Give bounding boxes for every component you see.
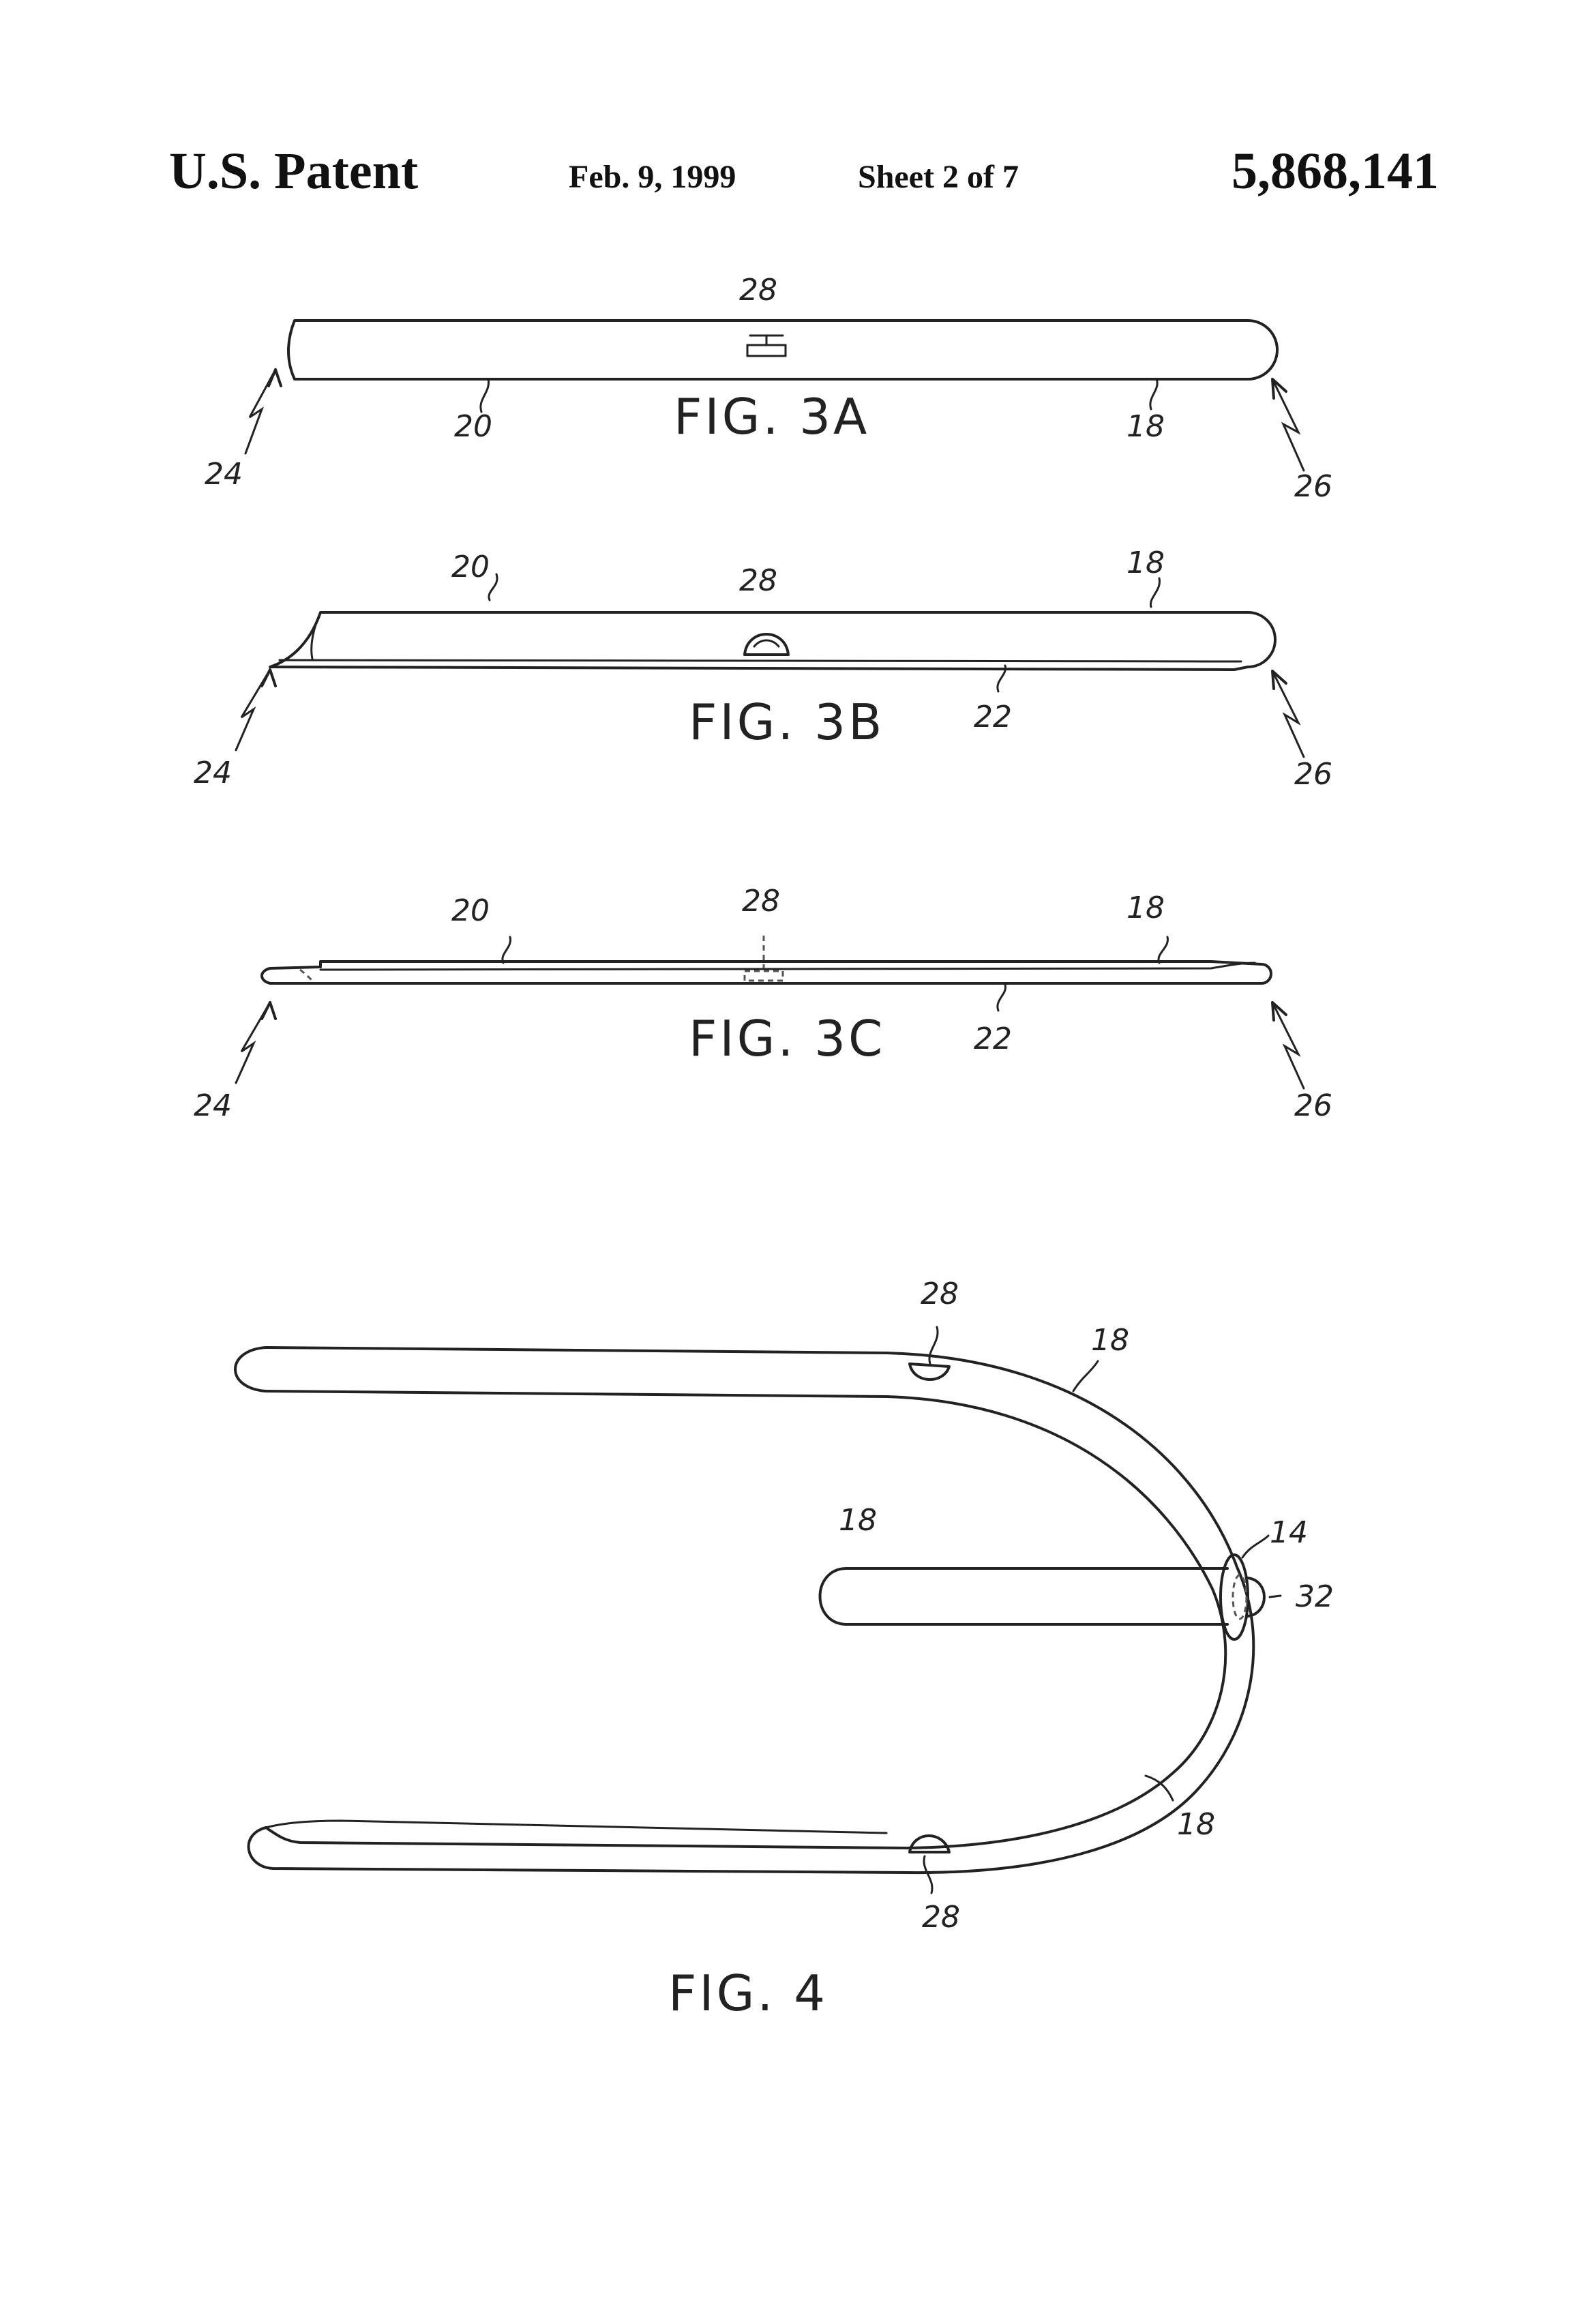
fig3c-label-end-left: 24 xyxy=(194,1088,232,1123)
fig4-u-tube-inner xyxy=(266,1391,1225,1848)
fig3c-label-end-right: 26 xyxy=(1294,1088,1332,1123)
fig3b-caption: FIG. 3B xyxy=(689,694,884,751)
fig3c-label-body: 20 xyxy=(451,893,490,928)
fig4-caption: FIG. 4 xyxy=(668,1965,828,2022)
fig4-junction-ring xyxy=(1221,1555,1248,1639)
fig4-center-tube xyxy=(820,1568,1228,1624)
fig3a-label-end-left: 24 xyxy=(205,457,243,492)
fig-3a: 28 20 18 24 26 FIG. 3A xyxy=(205,273,1332,504)
fig3b-label-body: 20 xyxy=(451,550,490,584)
fig4-marker-top xyxy=(910,1364,949,1380)
fig4-u-tube-outer xyxy=(249,1347,1254,1873)
fig3c-caption: FIG. 3C xyxy=(689,1010,885,1067)
fig4-label-marker-bottom: 28 xyxy=(922,1900,960,1935)
fig3a-caption: FIG. 3A xyxy=(674,388,869,445)
fig3b-label-base: 22 xyxy=(974,700,1012,734)
fig3c-label-tube: 18 xyxy=(1126,891,1165,925)
fig3a-tube-outline xyxy=(288,321,1277,379)
fig-3b: 28 20 18 22 24 26 FIG. 3B xyxy=(194,546,1332,792)
fig4-marker-bottom xyxy=(910,1836,949,1852)
fig4-label-tube-top: 18 xyxy=(1091,1323,1129,1358)
fig3a-label-end-right: 26 xyxy=(1294,469,1332,504)
fig3b-marker xyxy=(745,634,788,655)
fig4-label-cap: 32 xyxy=(1296,1579,1334,1614)
fig4-label-tube-bottom: 18 xyxy=(1177,1807,1215,1842)
fig-3c: 28 20 18 22 24 26 FIG. 3C xyxy=(194,884,1332,1123)
fig3b-label-end-right: 26 xyxy=(1294,757,1332,792)
fig4-label-junction: 14 xyxy=(1270,1515,1308,1550)
fig3c-label-base: 22 xyxy=(974,1022,1012,1056)
fig3a-label-tube: 18 xyxy=(1126,409,1165,444)
fig4-label-tube-center: 18 xyxy=(839,1503,877,1538)
fig3c-label-marker: 28 xyxy=(742,884,780,919)
fig3c-tube-outline xyxy=(262,962,1271,983)
fig4-label-marker-top: 28 xyxy=(921,1277,959,1311)
fig3b-label-tube: 18 xyxy=(1126,546,1165,580)
fig3c-marker xyxy=(745,971,783,981)
fig3a-label-body: 20 xyxy=(454,409,492,444)
fig3b-label-end-left: 24 xyxy=(194,756,232,790)
fig3a-label-marker: 28 xyxy=(739,273,777,308)
fig-4: 28 18 32 14 18 18 28 FIG. 4 xyxy=(235,1277,1334,2022)
fig3b-label-marker: 28 xyxy=(739,563,777,598)
fig3a-marker xyxy=(747,345,786,356)
